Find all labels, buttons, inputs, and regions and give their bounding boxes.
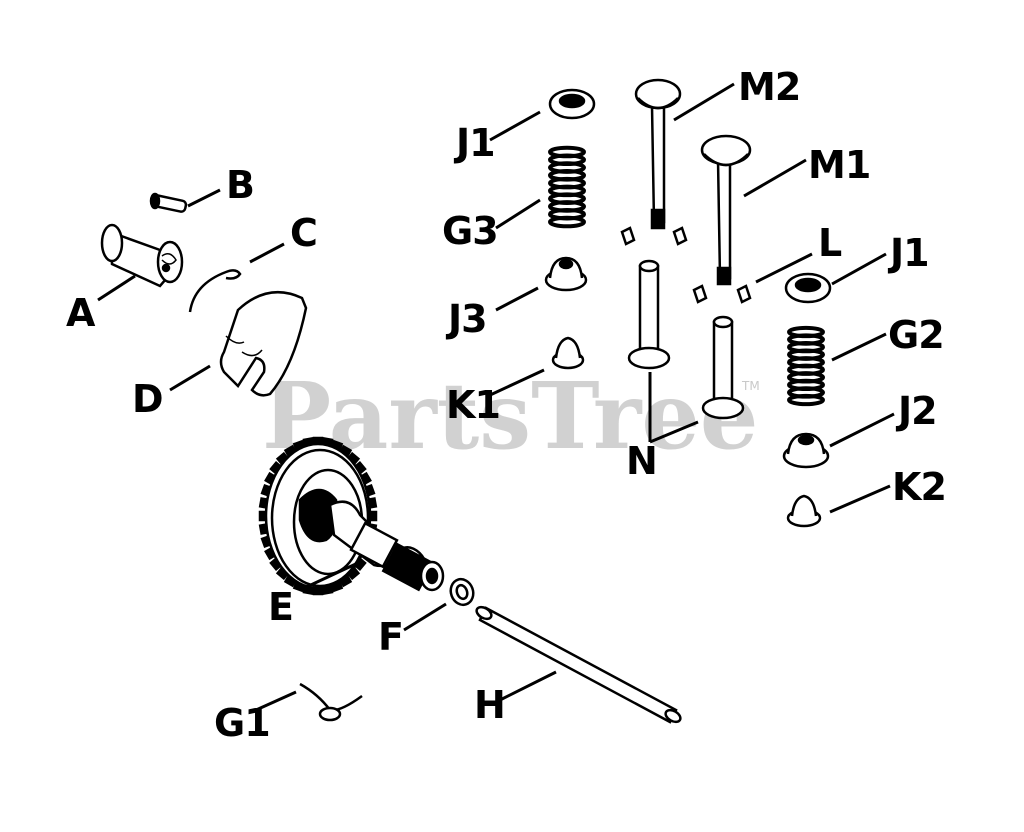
label-g1: G1: [214, 701, 270, 745]
part-j3-retainer: [544, 256, 588, 292]
label-b: B: [226, 163, 254, 207]
part-g2-valve-spring: [787, 325, 825, 407]
part-e-camshaft-gear: [258, 436, 445, 596]
label-d: D: [132, 377, 163, 421]
part-d-governor-plate: [219, 290, 308, 397]
label-f: F: [378, 615, 403, 659]
part-b-pin: [149, 192, 188, 213]
part-a-governor-sleeve: [100, 223, 184, 288]
leader-lines: [97, 82, 895, 712]
part-labels: A B C D E F G1 H J1 G3 J3 K1 M2 M1 L J1 …: [66, 65, 947, 745]
part-j1-retainer-left: [548, 88, 596, 120]
part-l-valve-keepers: [620, 226, 752, 304]
part-f-washer: [449, 577, 475, 607]
part-c-clip: [188, 269, 242, 313]
label-c: C: [290, 211, 317, 255]
part-g3-valve-spring: [548, 145, 586, 229]
watermark-tm: TM: [741, 379, 760, 393]
label-k1: K1: [446, 383, 500, 427]
label-e: E: [268, 585, 293, 629]
label-j1-left: J1: [453, 121, 495, 165]
part-n-tappet-left: [627, 259, 671, 370]
part-m1-intake-valve: [700, 134, 752, 286]
part-j1-retainer-right: [784, 272, 832, 304]
part-m2-exhaust-valve: [634, 78, 682, 230]
label-m1: M1: [808, 143, 870, 187]
label-j2: J2: [895, 389, 937, 433]
part-n-tappet-right: [701, 315, 745, 420]
label-g3: G3: [442, 209, 498, 253]
label-j1-right: J1: [887, 231, 929, 275]
part-k1-cap: [551, 336, 585, 370]
label-j3: J3: [445, 297, 487, 341]
label-k2: K2: [892, 465, 946, 509]
label-h: H: [474, 683, 505, 727]
part-k2-cap: [786, 494, 822, 528]
part-g1-spring-clip: [299, 682, 363, 722]
part-j2-retainer: [782, 432, 830, 469]
label-a: A: [66, 291, 96, 335]
part-h-shaft: [475, 605, 682, 724]
label-n: N: [626, 439, 657, 483]
label-g2: G2: [888, 313, 944, 357]
label-m2: M2: [738, 65, 800, 109]
label-l: L: [818, 221, 842, 265]
